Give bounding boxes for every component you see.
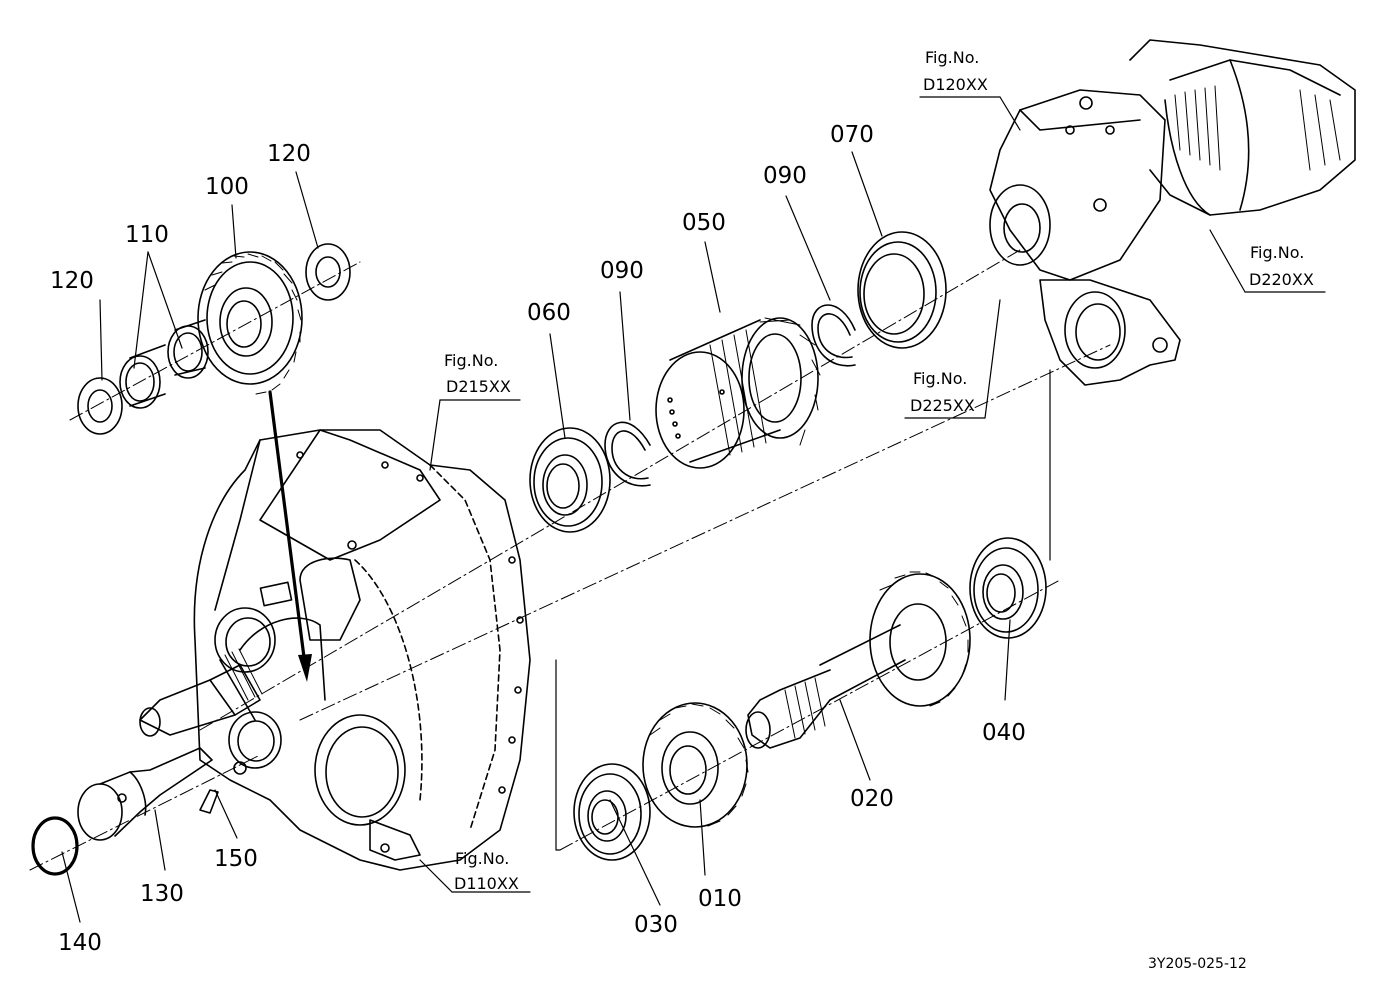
- gear-100: [197, 251, 303, 395]
- part-number-120-right: 120: [267, 141, 311, 167]
- part-number-090-left: 090: [600, 258, 644, 284]
- part-number-130: 130: [140, 881, 184, 907]
- fig-ref-d225-label: Fig.No.: [913, 369, 967, 388]
- part-number-060: 060: [527, 300, 571, 326]
- snap-ring-090-left: [604, 421, 651, 487]
- thrust-washer-120-left: [77, 377, 123, 435]
- fig-ref-d215-code: D215XX: [446, 377, 511, 396]
- fig-ref-d110-label: Fig.No.: [455, 849, 509, 868]
- part-number-050: 050: [682, 210, 726, 236]
- bearing-040: [969, 537, 1047, 639]
- fig-ref-d120-code: D120XX: [923, 75, 988, 94]
- part-number-150: 150: [214, 846, 258, 872]
- figure-reference-labels: Fig.No. D215XX Fig.No. D120XX Fig.No. D2…: [444, 48, 1314, 893]
- snap-ring-090-right: [811, 304, 856, 367]
- shaft-130: [77, 747, 213, 841]
- thrust-washer-120-right: [305, 243, 351, 301]
- part-number-070: 070: [830, 122, 874, 148]
- part-number-140: 140: [58, 930, 102, 956]
- part-number-020: 020: [850, 786, 894, 812]
- part-number-090-right: 090: [763, 163, 807, 189]
- bearing-070: [857, 231, 947, 349]
- transmission-housing: [139, 429, 531, 871]
- upper-right-assembly: [989, 39, 1356, 386]
- gear-010: [642, 702, 749, 828]
- fig-ref-d225-code: D225XX: [910, 396, 975, 415]
- part-number-100: 100: [205, 174, 249, 200]
- part-number-010: 010: [698, 886, 742, 912]
- part-number-030: 030: [634, 912, 678, 938]
- gear-050: [655, 317, 821, 469]
- needle-bearings-110: [119, 319, 209, 409]
- part-number-040: 040: [982, 720, 1026, 746]
- drawing-code: 3Y205-025-12: [1148, 956, 1247, 972]
- bearing-030: [573, 763, 651, 861]
- shaft-020: [745, 571, 971, 749]
- bearing-060: [529, 427, 611, 533]
- part-number-120-left: 120: [50, 268, 94, 294]
- center-lines: [29, 249, 1111, 871]
- o-ring-140: [31, 816, 79, 876]
- part-number-110: 110: [125, 222, 169, 248]
- pin-150: [199, 789, 219, 814]
- fig-ref-d220-label: Fig.No.: [1250, 243, 1304, 262]
- leader-lines: [61, 96, 1326, 923]
- fig-ref-d110-code: D110XX: [454, 874, 519, 893]
- fig-ref-d220-code: D220XX: [1249, 270, 1314, 289]
- fig-ref-d120-label: Fig.No.: [925, 48, 979, 67]
- fig-ref-d215-label: Fig.No.: [444, 351, 498, 370]
- part-number-labels: 010 020 030 040 050 060 070 090 090 100 …: [50, 122, 1026, 956]
